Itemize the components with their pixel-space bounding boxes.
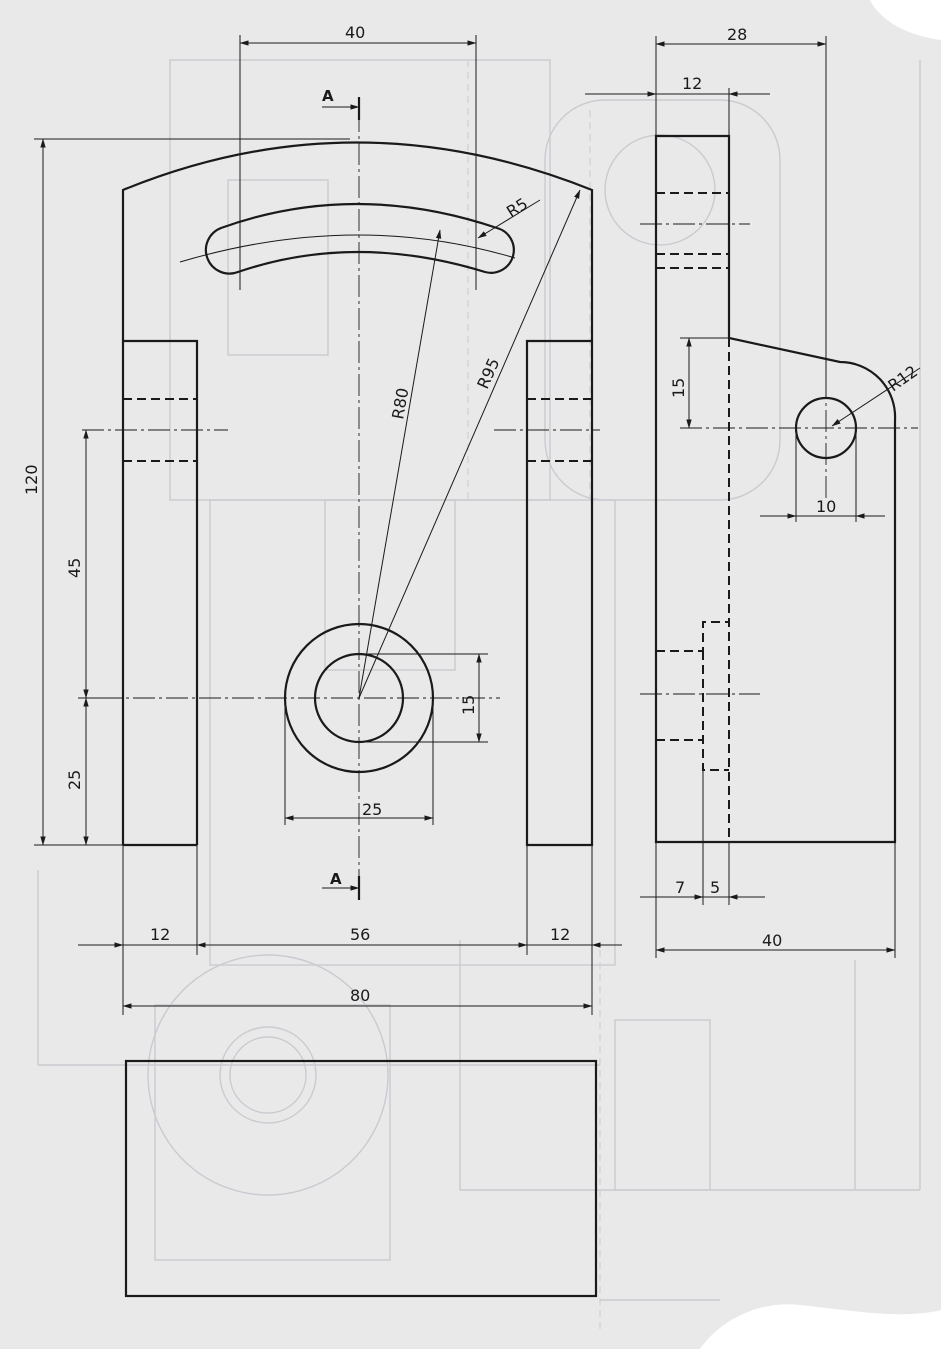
- dimension-side-7-5: 7 5: [640, 770, 765, 905]
- dim-text-hole-15: 15: [459, 695, 478, 715]
- dimension-top-40: 40: [239, 23, 477, 290]
- dim-text-side-12: 12: [682, 74, 702, 93]
- torn-corner-bottom-right: [700, 1304, 941, 1349]
- dim-text-width-80: 80: [350, 986, 370, 1005]
- front-view: A A 40 120 45 25: [22, 23, 622, 1015]
- section-label-top: A: [322, 87, 334, 105]
- dim-text-side-40: 40: [762, 931, 782, 950]
- dim-text-height-25: 25: [65, 770, 84, 790]
- show-through-ghost-lines: [37, 59, 921, 1330]
- dimension-side-10: 10: [760, 428, 885, 522]
- top-view-outline: [124, 1059, 598, 1298]
- arc-slot: [204, 202, 515, 275]
- dim-text-side-7: 7: [675, 878, 685, 897]
- dim-text-side-28: 28: [727, 25, 747, 44]
- dim-text-height-120: 120: [22, 464, 41, 495]
- side-view: 28 12 15 R12 10: [585, 25, 921, 958]
- dimension-side-15: 15: [669, 337, 729, 429]
- dim-text-gap-56: 56: [350, 925, 370, 944]
- dimension-boss-25: 25: [284, 698, 434, 825]
- dimension-side-28: 28: [655, 25, 827, 398]
- dim-text-leg-right-12: 12: [550, 925, 570, 944]
- dimension-width-80: 80: [122, 986, 593, 1009]
- dim-text-side-5: 5: [710, 878, 720, 897]
- dim-text-side-15: 15: [669, 378, 688, 398]
- dim-text-side-10: 10: [816, 497, 836, 516]
- side-outline: [654, 134, 897, 844]
- dim-text-height-45: 45: [65, 558, 84, 578]
- dimension-side-12: 12: [585, 74, 770, 136]
- torn-corner-top-right: [870, 0, 941, 40]
- slot-centerline-arc: [179, 234, 516, 263]
- dimension-hole-15: 15: [365, 653, 488, 743]
- dimension-side-40: 40: [655, 842, 896, 958]
- dimension-chain-45-25: 45 25: [65, 429, 123, 846]
- section-arrow-top: A: [322, 87, 361, 120]
- front-outline: [121, 141, 594, 847]
- dim-text-top-40: 40: [345, 23, 365, 42]
- side-hidden-step: [656, 621, 729, 771]
- dimension-chain-12-56-12: 12 56 12: [78, 845, 622, 1015]
- dim-text-leg-left-12: 12: [150, 925, 170, 944]
- section-label-bottom: A: [330, 870, 342, 888]
- dimension-height-120: 120: [22, 138, 350, 846]
- section-arrow-bottom: A: [322, 870, 361, 900]
- dim-text-boss-25: 25: [362, 800, 382, 819]
